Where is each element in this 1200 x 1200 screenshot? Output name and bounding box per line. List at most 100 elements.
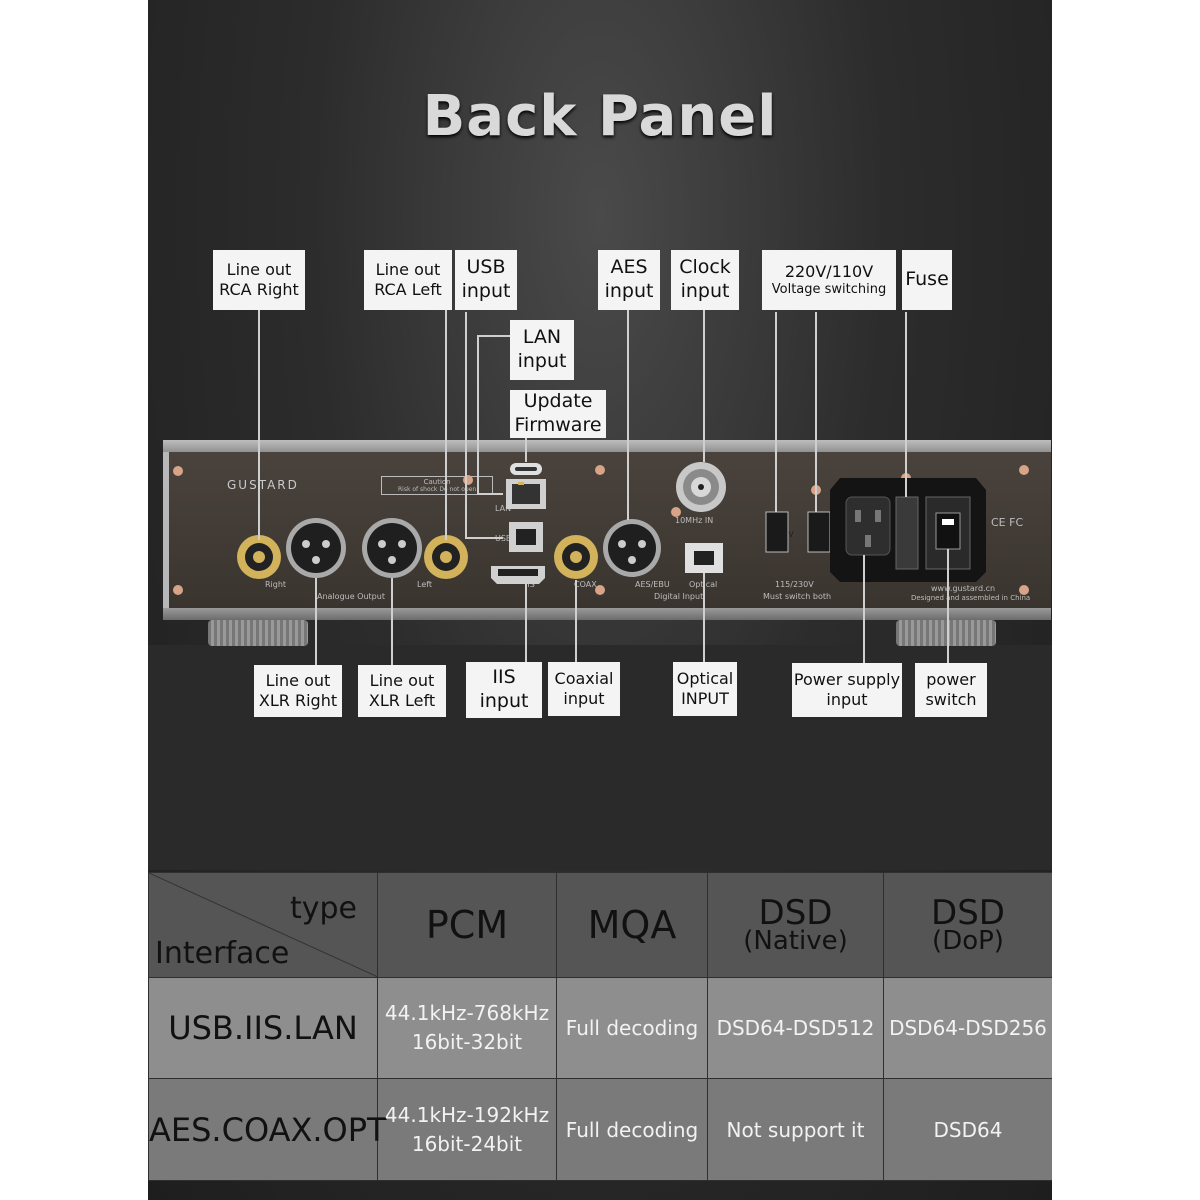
label-line: XLR Left — [368, 691, 436, 710]
usb-c-slot — [515, 467, 537, 471]
table-header-row: type Interface PCM MQA DSD (Native) DSD … — [148, 872, 1052, 978]
label-line: RCA Right — [219, 280, 299, 299]
header-label: DSD — [931, 893, 1005, 934]
screw — [173, 585, 183, 595]
label-update-firmware: Update Firmware — [510, 390, 606, 438]
label-coaxial-input: Coaxial input — [548, 662, 620, 716]
voltage-caption: 115/230V — [775, 580, 814, 589]
row-interface: USB.IIS.LAN — [148, 977, 378, 1079]
label-rca-right: Line out RCA Right — [213, 250, 305, 310]
certification-marks: CE FC — [991, 516, 1024, 529]
iis-caption: IIS — [525, 580, 535, 589]
label-line: INPUT — [681, 689, 729, 708]
device-foot-right — [896, 620, 996, 646]
callout-lines — [258, 305, 949, 665]
rca-right-jack — [237, 535, 281, 579]
label-optical-input: Optical INPUT — [673, 662, 737, 716]
label-line: input — [563, 689, 605, 708]
cell-mqa: Full decoding — [556, 1078, 708, 1181]
table-row: USB.IIS.LAN 44.1kHz-768kHz 16bit-32bit F… — [148, 977, 1052, 1079]
iis-hdmi-socket — [498, 569, 538, 576]
cell-pcm: 44.1kHz-192kHz 16bit-24bit — [377, 1078, 557, 1181]
voltage-switch-1 — [765, 511, 789, 553]
header-dsd-dop: DSD (DoP) — [883, 872, 1052, 978]
caution-text: Risk of shock Do not open — [398, 486, 477, 493]
header-label: PCM — [425, 903, 509, 947]
label-line: power — [926, 670, 976, 689]
label-line: AES — [610, 256, 648, 279]
label-line: input — [604, 280, 654, 302]
label-line: Power supply — [793, 670, 901, 689]
label-iis-input: IIS input — [466, 662, 542, 718]
label-line: IIS — [492, 666, 516, 689]
label-line: USB — [466, 256, 506, 279]
label-line: input — [680, 280, 730, 302]
label-line: 220V/110V — [784, 261, 874, 281]
made-in-caption: Designed and assembled in China — [911, 594, 1031, 602]
header-sublabel: (DoP) — [932, 926, 1004, 957]
label-line: Optical — [676, 669, 734, 688]
digital-input-caption: Digital Input — [654, 592, 704, 601]
header-mqa: MQA — [556, 872, 708, 978]
cell-dsd-dop: DSD64-DSD256 — [883, 977, 1052, 1079]
brand-logo: GUSTARD — [227, 478, 299, 492]
lan-caption: LAN — [495, 504, 512, 513]
label-line: Line out — [265, 671, 331, 690]
cell-mqa: Full decoding — [556, 977, 708, 1079]
label-usb-input: USB input — [455, 250, 517, 310]
label-xlr-right: Line out XLR Right — [254, 665, 342, 717]
aes-caption: AES/EBU — [635, 580, 670, 589]
header-label: MQA — [587, 903, 677, 947]
back-panel-stage: Back Panel GUSTARD Caution Risk of shock… — [148, 0, 1052, 1200]
label-line: Coaxial — [554, 669, 614, 688]
header-dsd-native: DSD (Native) — [707, 872, 884, 978]
label-line: XLR Right — [258, 691, 338, 710]
label-line: Line out — [226, 260, 292, 279]
lan-socket — [512, 484, 540, 504]
label-line: Clock — [679, 256, 731, 279]
label-line: input — [461, 280, 511, 302]
fuse-holder — [895, 496, 919, 570]
connector-diagram — [173, 305, 1029, 665]
rca-left-jack — [424, 535, 468, 579]
label-voltage-switching: 220V/110V Voltage switching — [762, 250, 896, 310]
screw — [463, 475, 473, 485]
power-rocker — [935, 512, 961, 550]
label-power-switch: power switch — [915, 663, 987, 717]
chassis-top — [163, 440, 1051, 454]
label-line: Fuse — [905, 268, 949, 291]
xlr-left-jack — [362, 518, 422, 578]
corner-diagonal — [149, 873, 377, 977]
row-interface: AES.COAX.OPT — [148, 1078, 387, 1181]
label-aes-input: AES input — [598, 250, 660, 310]
screw — [173, 466, 183, 476]
cell-line: 16bit-24bit — [411, 1131, 523, 1156]
table-row: AES.COAX.OPT 44.1kHz-192kHz 16bit-24bit … — [148, 1078, 1052, 1181]
label-line: RCA Left — [374, 280, 442, 299]
label-fuse: Fuse — [902, 250, 952, 310]
cell-dsd-dop: DSD64 — [883, 1078, 1052, 1181]
voltage-switch-2 — [807, 511, 831, 553]
usb-caption: USB — [495, 534, 512, 543]
label-lan-input: LAN input — [510, 320, 574, 380]
format-support-table: type Interface PCM MQA DSD (Native) DSD … — [148, 872, 1052, 1181]
label-line: LAN — [522, 326, 562, 349]
screw — [1019, 465, 1029, 475]
clock-caption: 10MHz IN — [675, 516, 714, 525]
cell-dsd-native: DSD64-DSD512 — [707, 977, 884, 1079]
aes-xlr-jack — [603, 519, 661, 577]
screw — [671, 507, 681, 517]
corner-type-label: type — [289, 891, 357, 926]
power-rocker-mark — [942, 519, 954, 525]
cell-dsd-native: Not support it — [707, 1078, 884, 1181]
header-sublabel: (Native) — [743, 926, 848, 957]
bnc-clock-jack — [676, 462, 726, 512]
cell-line: 16bit-32bit — [411, 1030, 523, 1054]
cell-line: 44.1kHz-192kHz — [384, 1102, 550, 1127]
lan-led — [518, 482, 524, 485]
cell-line: 44.1kHz-768kHz — [384, 1001, 550, 1025]
device-foot-left — [208, 620, 308, 646]
website-caption: www.gustard.cn — [931, 584, 996, 593]
screw — [595, 465, 605, 475]
label-line: input — [826, 690, 868, 709]
